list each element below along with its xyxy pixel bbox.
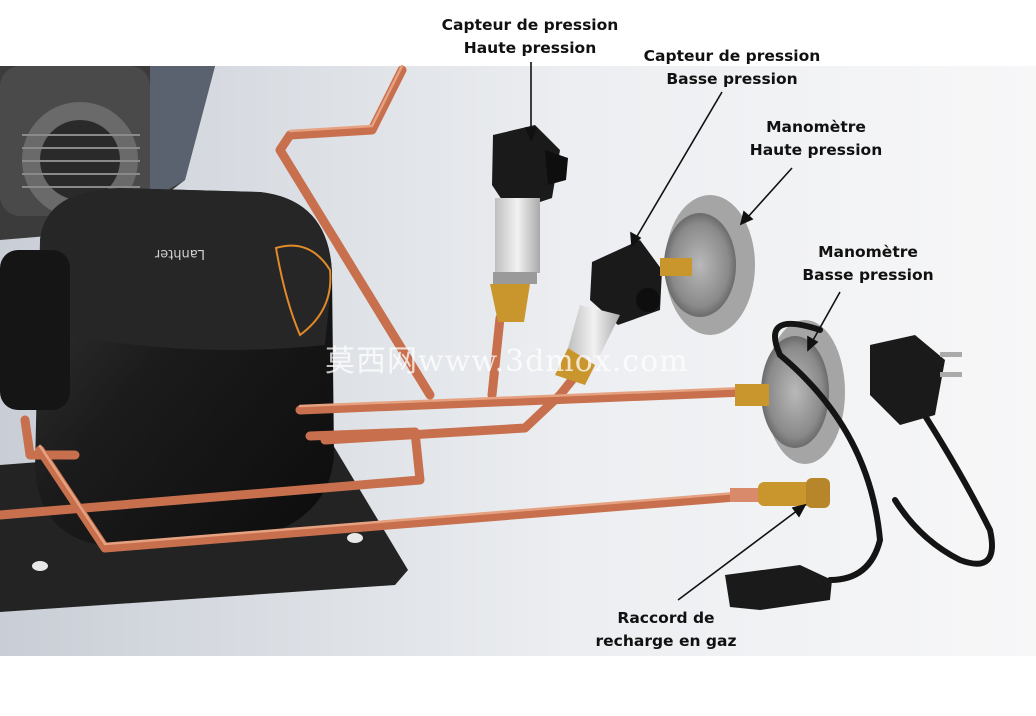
hp-manometer — [660, 195, 755, 335]
base-hole — [347, 533, 363, 543]
copper-pipe-highlights — [38, 64, 762, 546]
power-cable — [772, 320, 995, 583]
hp-pressure-sensor — [490, 125, 568, 322]
compressor-brand: Lanhter — [154, 246, 205, 261]
label-hp-pressure-sensor: Capteur de pression Haute pression — [430, 14, 630, 60]
bp-pressure-sensor — [555, 240, 662, 385]
iec-connector — [725, 565, 832, 610]
label-line: Manomètre — [766, 118, 866, 136]
label-line: recharge en gaz — [595, 632, 737, 650]
label-line: Basse pression — [802, 266, 934, 284]
base-hole — [32, 561, 48, 571]
label-line: Raccord de — [617, 609, 715, 627]
label-line: Capteur de pression — [441, 16, 619, 34]
label-bp-manometer: Manomètre Basse pression — [768, 241, 968, 287]
label-line: Basse pression — [666, 70, 798, 88]
watermark: 莫西网www.3dmox.com — [325, 344, 689, 379]
label-charging-fitting: Raccord de recharge en gaz — [566, 607, 766, 653]
compressor: Lanhter — [0, 188, 334, 545]
copper-pipes — [0, 65, 765, 553]
leader-lines — [524, 62, 841, 601]
schuko-plug — [870, 335, 962, 425]
label-line: Haute pression — [463, 39, 597, 57]
charging-fitting — [730, 478, 830, 508]
label-hp-manometer: Manomètre Haute pression — [716, 116, 916, 162]
label-line: Manomètre — [818, 243, 918, 261]
label-line: Capteur de pression — [643, 47, 821, 65]
label-line: Haute pression — [749, 141, 883, 159]
label-bp-pressure-sensor: Capteur de pression Basse pression — [632, 45, 832, 91]
